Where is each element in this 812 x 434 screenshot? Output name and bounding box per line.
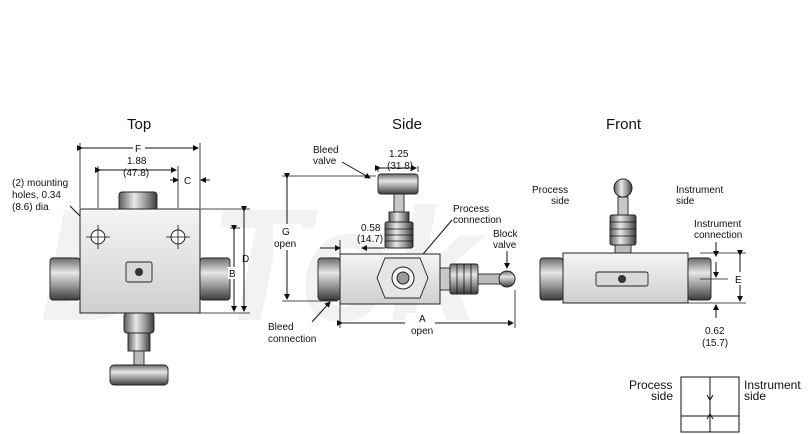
side-block-valve-line2: valve <box>493 240 517 251</box>
top-f-label-bg <box>133 141 145 154</box>
top-note-line3: (8.6) dia <box>12 202 49 213</box>
front-instrument-conn-line2: connection <box>694 230 742 241</box>
side-port-bore <box>396 271 410 285</box>
side-process-conn-leader <box>417 219 453 261</box>
side-a-label: A <box>419 314 426 325</box>
top-b-label: B <box>229 269 236 280</box>
front-view: Front Process side Instrument side Instr… <box>532 116 746 349</box>
side-bleed-conn-line2: connection <box>268 334 316 345</box>
top-lower-stem <box>127 332 151 352</box>
top-note-line2: holes, 0.34 <box>12 190 61 201</box>
front-valve-bonnet <box>609 214 637 246</box>
side-bleed-conn-leader <box>311 301 331 323</box>
top-188-label: 1.88 <box>127 156 147 167</box>
front-process-nut <box>539 257 564 301</box>
side-block-valve-neck <box>439 267 451 291</box>
front-instrument-side-line2: side <box>676 196 695 207</box>
front-process-side-line2: side <box>551 196 570 207</box>
front-e-label-bg <box>733 272 745 285</box>
legend-instrument-line1: Instrument <box>744 378 801 392</box>
side-a-label-bg <box>405 313 435 337</box>
side-block-valve-spindle <box>477 273 501 285</box>
front-process-side-line1: Process <box>532 185 568 196</box>
legend-process-line1: Process <box>629 378 672 392</box>
front-062-label: 0.62 <box>705 326 725 337</box>
side-a-sub-label: open <box>411 326 433 337</box>
front-e-label: E <box>735 275 742 286</box>
side-058-label: 0.58 <box>361 223 381 234</box>
side-process-conn-line1: Process <box>453 204 489 215</box>
side-block-valve-line1: Block <box>493 229 518 240</box>
side-125-mm-label: (31.8) <box>387 161 413 172</box>
side-058-mm-label: (14.7) <box>357 234 383 245</box>
side-bleed-valve-leader <box>341 161 371 179</box>
top-view: Top F 1.88 (47.8) C (2) mounting holes, … <box>12 116 250 386</box>
side-view: Side Bleed valve 1.25 (31.8) Process con… <box>268 116 518 345</box>
top-center-port <box>135 268 143 276</box>
legend-instrument-line2: side <box>744 389 766 403</box>
side-125-label: 1.25 <box>389 149 409 160</box>
front-instrument-side-line1: Instrument <box>676 185 723 196</box>
top-lower-nut <box>123 312 155 334</box>
legend-process-line2: side <box>651 389 673 403</box>
side-g-sub-label: open <box>274 239 296 250</box>
top-b-label-bg <box>228 267 240 279</box>
side-process-conn-line2: connection <box>453 215 501 226</box>
side-g-label-bg <box>273 224 301 250</box>
top-left-nut <box>49 257 81 301</box>
top-upper-nut <box>118 191 158 211</box>
front-valve-neck <box>614 244 632 254</box>
front-center-port <box>618 275 626 283</box>
top-handle <box>109 364 169 386</box>
front-062-mm-label: (15.7) <box>702 338 728 349</box>
top-right-nut <box>199 257 231 301</box>
side-view-title: Side <box>392 116 422 133</box>
top-view-title: Top <box>127 116 151 133</box>
front-instrument-conn-line1: Instrument <box>694 219 741 230</box>
top-body-block <box>79 208 201 314</box>
front-valve-handle <box>613 178 633 198</box>
side-packing-nut <box>388 211 410 223</box>
top-f-label: F <box>135 144 141 155</box>
top-c-label: C <box>184 176 191 187</box>
side-bleed-valve-line1: Bleed <box>313 145 339 156</box>
side-bleed-valve-line2: valve <box>313 156 337 167</box>
top-d-label: D <box>242 254 249 265</box>
side-g-label: G <box>282 227 290 238</box>
side-block-valve-handle <box>498 270 516 288</box>
side-handle <box>377 173 419 195</box>
side-bleed-conn-line1: Bleed <box>268 322 294 333</box>
top-188-mm-label: (47.8) <box>123 168 149 179</box>
legend: Process side Instrument side <box>629 376 801 433</box>
legend-upper-valve-symbol <box>706 394 714 401</box>
front-valve-spindle <box>617 196 629 216</box>
front-view-title: Front <box>606 116 642 133</box>
top-note-line1: (2) mounting <box>12 178 68 189</box>
side-bleed-conn-nut <box>317 257 341 301</box>
side-spindle <box>393 193 405 213</box>
legend-lower-valve-symbol <box>706 413 714 420</box>
top-lower-spindle <box>133 350 145 366</box>
